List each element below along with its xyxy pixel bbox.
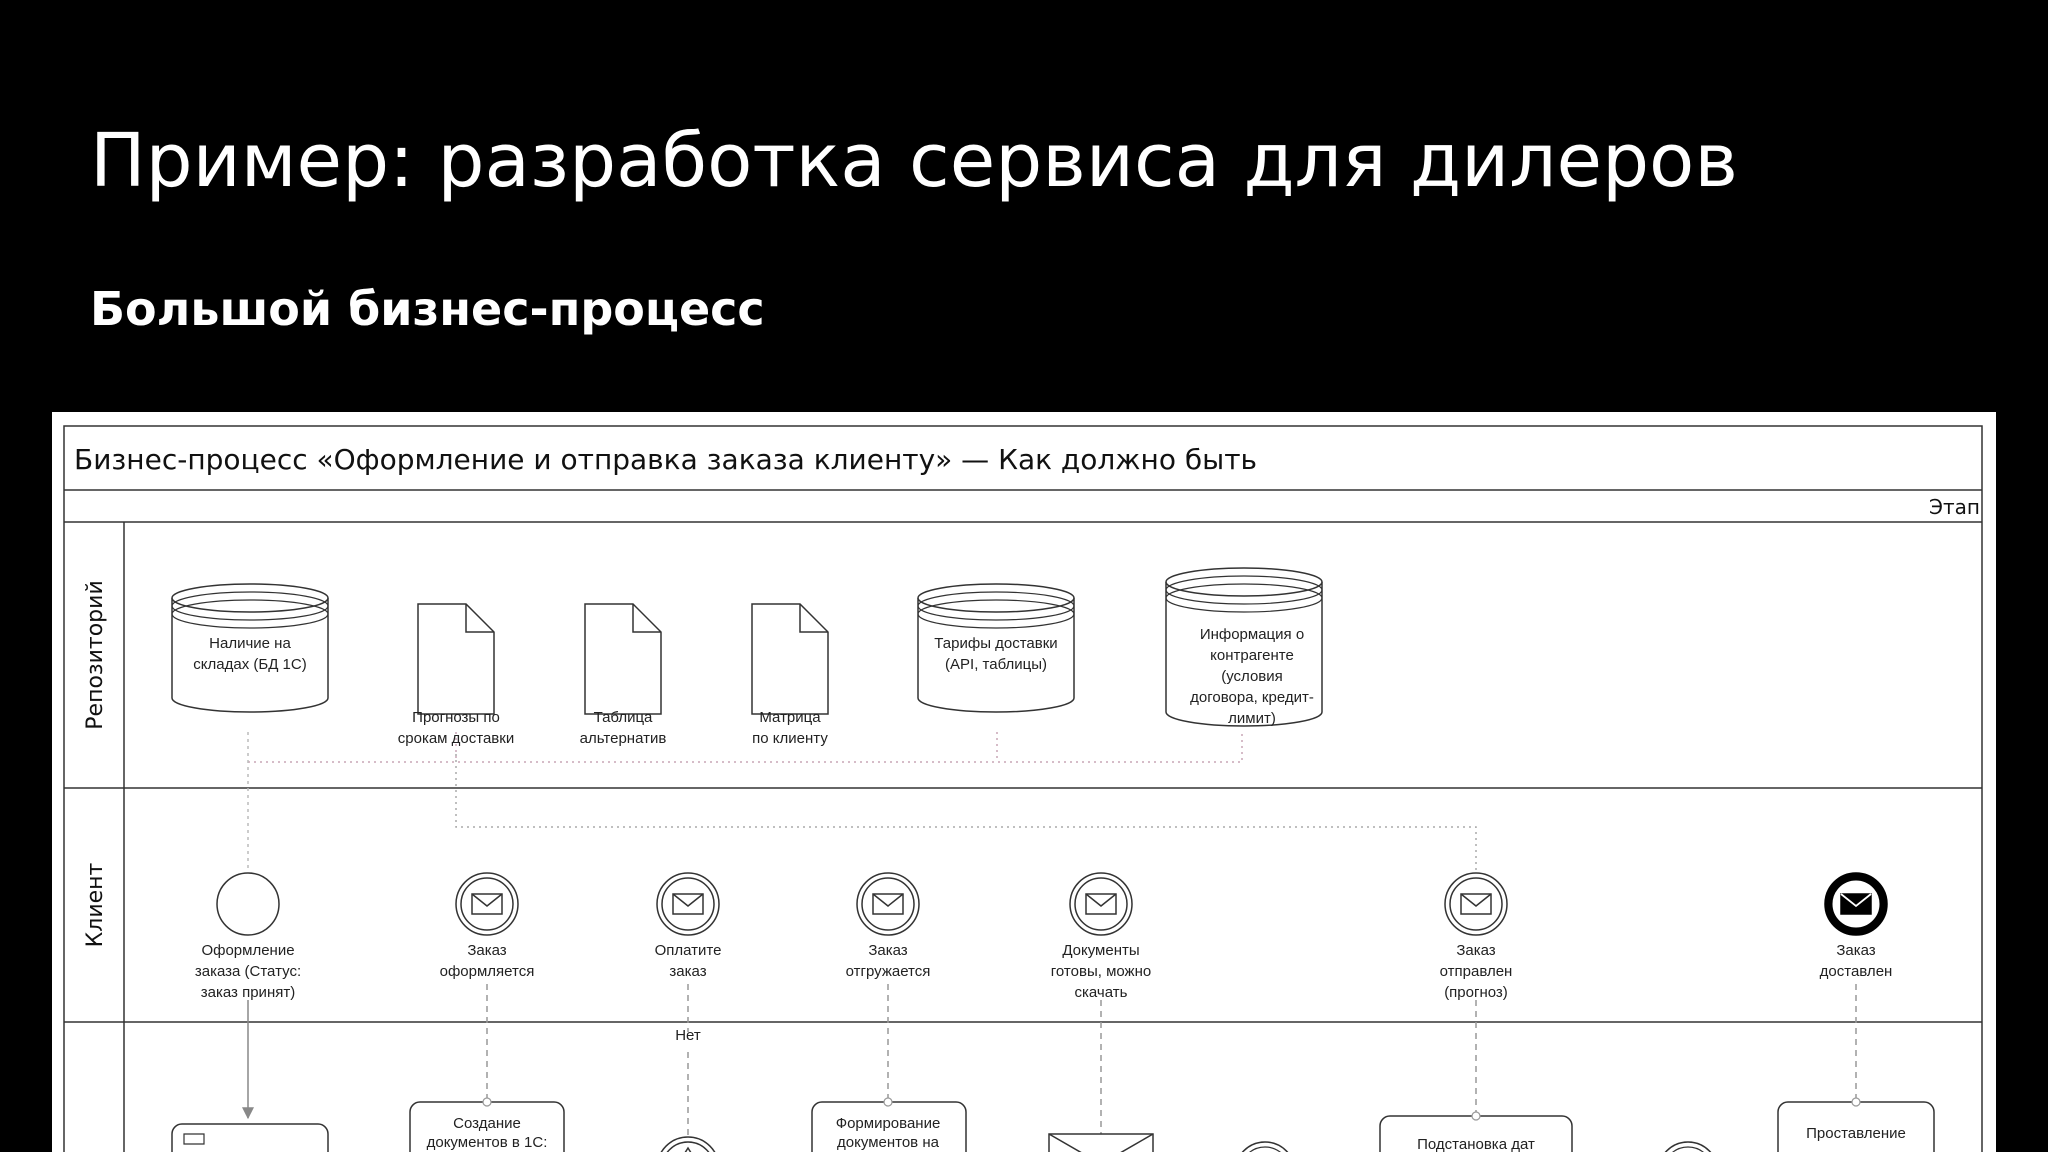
script-icon [183, 1133, 205, 1145]
db-contractor-line2: контрагенте [1210, 647, 1294, 664]
task-put-down-line1: Проставление [1806, 1125, 1906, 1142]
message-flows [486, 984, 1857, 1136]
db-contractor: Информация о контрагенте (условия догово… [1165, 567, 1323, 727]
event-delivered-line1: Заказ [1836, 942, 1875, 959]
event-shipping-line1: Заказ [868, 942, 907, 959]
db-contractor-line4: договора, кредит- [1190, 689, 1314, 706]
task-put-down: Проставление [1777, 1097, 1935, 1152]
lane-client: Клиент [83, 862, 108, 947]
doc-alternatives-line1: Таблица [594, 709, 653, 726]
event-processing-line2: оформляется [440, 963, 535, 980]
doc-forecast: Прогнозы по срокам доставки [398, 603, 514, 747]
envelope-icon [1460, 893, 1492, 915]
db-stock-line2: складах (БД 1С) [193, 656, 306, 673]
db-stock: Наличие на складах (БД 1С) [171, 583, 329, 713]
db-contractor-line5: лимит) [1228, 710, 1276, 727]
db-tariffs-line2: (API, таблицы) [945, 656, 1047, 673]
doc-alternatives: Таблица альтернатив [580, 603, 667, 747]
start-event: Оформление заказа (Статус: заказ принят) [195, 872, 301, 1001]
slide-subtitle: Большой бизнес-процесс [90, 282, 765, 336]
flow-label-no: Нет [675, 1027, 701, 1044]
repository-associations [248, 732, 1243, 763]
task-form-docs-line1: Формирование [836, 1115, 941, 1132]
event-pay-line1: Оплатите [655, 942, 722, 959]
event-sent-line2: отправлен [1440, 963, 1513, 980]
doc-matrix: Матрица по клиенту [751, 603, 829, 747]
event-pay: Оплатите заказ [655, 872, 722, 980]
doc-matrix-line2: по клиенту [752, 730, 828, 747]
event-sent: Заказ отправлен (прогноз) [1440, 872, 1513, 1001]
event-sent-line3: (прогноз) [1444, 984, 1508, 1001]
envelope-icon [471, 893, 503, 915]
task-start [171, 1123, 329, 1152]
task-create-docs-line1: Создание [453, 1115, 521, 1132]
db-contractor-line3: (условия [1221, 668, 1283, 685]
envelope-icon [672, 893, 704, 915]
bpmn-diagram: Бизнес-процесс «Оформление и отправка за… [52, 412, 1996, 1152]
start-event-line3: заказ принят) [201, 984, 295, 1001]
intermediate-event-1 [1241, 1141, 1289, 1152]
forecast-association [455, 754, 1477, 870]
event-pay-line2: заказ [669, 963, 706, 980]
intermediate-event-2 [1664, 1141, 1712, 1152]
envelope-icon [872, 893, 904, 915]
db-tariffs-line1: Тарифы доставки [934, 635, 1057, 652]
start-event-line2: заказа (Статус: [195, 963, 301, 980]
envelope-icon [1085, 893, 1117, 915]
task-create-docs: Создание документов в 1С: [409, 1097, 565, 1152]
doc-alternatives-line2: альтернатив [580, 730, 667, 747]
event-delivered-line2: доставлен [1820, 963, 1893, 980]
lane-repository: Репозиторий [83, 580, 108, 729]
diagram-header: Бизнес-процесс «Оформление и отправка за… [74, 443, 1257, 476]
db-contractor-line1: Информация о [1200, 626, 1304, 643]
event-docs: Документы готовы, можно скачать [1051, 872, 1151, 1001]
task-form-docs: Формирование документов на [811, 1097, 967, 1152]
doc-matrix-line1: Матрица [759, 709, 821, 726]
task-create-docs-line2: документов в 1С: [427, 1134, 548, 1151]
message-task-envelope [1048, 1133, 1154, 1152]
stage-label: Этап [1929, 495, 1980, 519]
task-set-dates-line1: Подстановка дат [1417, 1136, 1535, 1152]
event-docs-line2: готовы, можно [1051, 963, 1151, 980]
pool-frame [63, 425, 1983, 1152]
gateway-event-pay [660, 1136, 716, 1152]
event-shipping: Заказ отгружается [846, 872, 931, 980]
event-docs-line1: Документы [1062, 942, 1139, 959]
task-set-dates: Подстановка дат [1379, 1111, 1573, 1152]
end-event-delivered: Заказ доставлен [1820, 872, 1893, 980]
db-tariffs: Тарифы доставки (API, таблицы) [917, 583, 1075, 713]
doc-forecast-line1: Прогнозы по [412, 709, 500, 726]
event-processing: Заказ оформляется [440, 872, 535, 980]
envelope-icon [1840, 893, 1872, 915]
start-event-line1: Оформление [201, 942, 294, 959]
event-docs-line3: скачать [1075, 984, 1128, 1001]
event-sent-line1: Заказ [1456, 942, 1495, 959]
event-processing-line1: Заказ [467, 942, 506, 959]
task-form-docs-line2: документов на [837, 1134, 940, 1151]
event-shipping-line2: отгружается [846, 963, 931, 980]
slide-title: Пример: разработка сервиса для дилеров [90, 118, 1738, 204]
db-stock-line1: Наличие на [209, 635, 291, 652]
doc-forecast-line2: срокам доставки [398, 730, 514, 747]
